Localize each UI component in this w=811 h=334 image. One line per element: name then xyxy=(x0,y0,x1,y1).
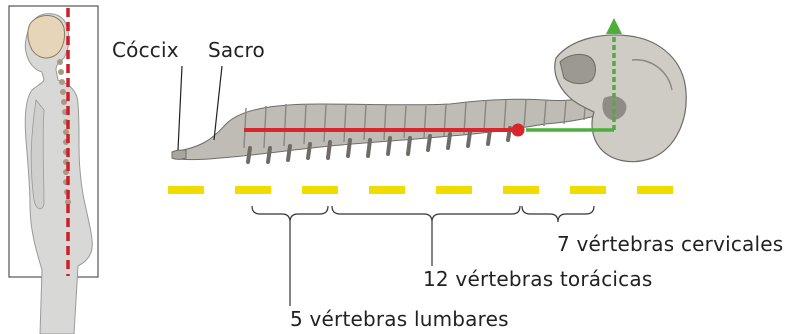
thoracic-vertebrae-label: 12 vértebras torácicas xyxy=(423,267,652,291)
human-side-profile-icon xyxy=(25,14,92,334)
spine-icon xyxy=(172,92,608,162)
human-figure xyxy=(9,6,98,334)
arrow-up-icon xyxy=(606,18,622,34)
lumbar-brace xyxy=(252,206,328,222)
coccyx-leader-line xyxy=(178,66,182,150)
thoracic-brace xyxy=(332,206,520,222)
coccyx-label: Cóccix xyxy=(112,38,179,62)
cervical-vertebrae-label: 7 vértebras cervicales xyxy=(557,232,783,256)
cervical-brace xyxy=(522,206,594,222)
skull-icon xyxy=(555,35,686,162)
lumbar-vertebrae-label: 5 vértebras lumbares xyxy=(290,307,509,331)
spine-axis-end-dot xyxy=(512,124,525,137)
sacrum-label: Sacro xyxy=(208,38,265,62)
